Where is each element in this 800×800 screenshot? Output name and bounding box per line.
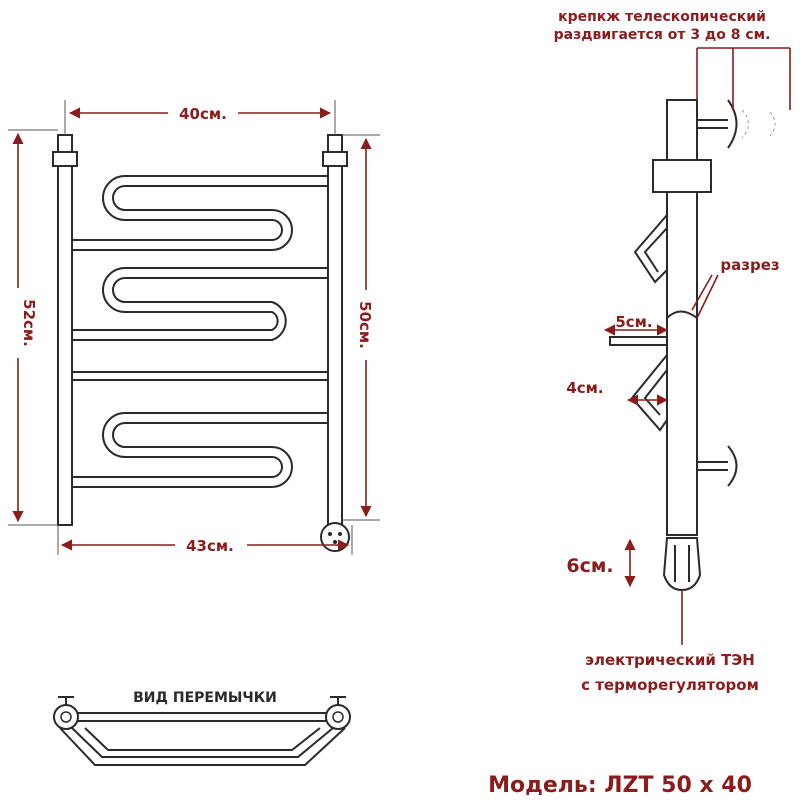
- dim-5-label: 5см.: [615, 313, 652, 331]
- cut-label: разрез: [720, 256, 779, 274]
- dim-right-height-label: 50см.: [356, 301, 374, 349]
- wall-mount-bottom-icon: [727, 445, 738, 487]
- bridge-left-fitting-icon: [53, 704, 79, 730]
- dim-top-width-label: 40см.: [179, 105, 227, 123]
- middle-cross-bars: [72, 371, 328, 381]
- dim-bottom-width-label: 43см.: [186, 537, 234, 555]
- model-label: Модель: ЛZT 50 х 40: [488, 773, 752, 798]
- right-top-cap: [322, 151, 348, 167]
- heater-connector-icon: [320, 522, 350, 552]
- serpentine-2: [72, 267, 328, 341]
- electric-heater-icon: [662, 537, 702, 592]
- wall-mount-top-icon: [727, 99, 738, 149]
- bridge-view-title: ВИД ПЕРЕМЫЧКИ: [133, 690, 277, 706]
- right-riser-pipe: [327, 134, 343, 526]
- heater-text-line2: с терморегулятором: [581, 676, 759, 694]
- mount-text-line2: раздвигается от 3 до 8 см.: [554, 27, 771, 43]
- serpentine-3: [72, 412, 328, 488]
- bridge-right-fitting-icon: [325, 704, 351, 730]
- front-view: 40см. 43см. 52см. 50см.: [7, 100, 380, 556]
- left-riser-pipe: [57, 134, 73, 526]
- left-top-cap: [52, 151, 78, 167]
- dim-4-label: 4см.: [566, 379, 603, 397]
- side-view: 5см. 4см. разрез 6см. крепкж телескопиче…: [554, 9, 791, 694]
- serpentine-1: [72, 175, 328, 251]
- dim-6-label: 6см.: [566, 555, 613, 577]
- top-fitting: [652, 159, 712, 193]
- heater-text-line1: электрический ТЭН: [585, 651, 755, 669]
- dim-left-height-label: 52см.: [20, 299, 38, 347]
- bridge-view: ВИД ПЕРЕМЫЧКИ: [53, 690, 351, 766]
- mount-text-line1: крепкж телескопический: [558, 9, 766, 25]
